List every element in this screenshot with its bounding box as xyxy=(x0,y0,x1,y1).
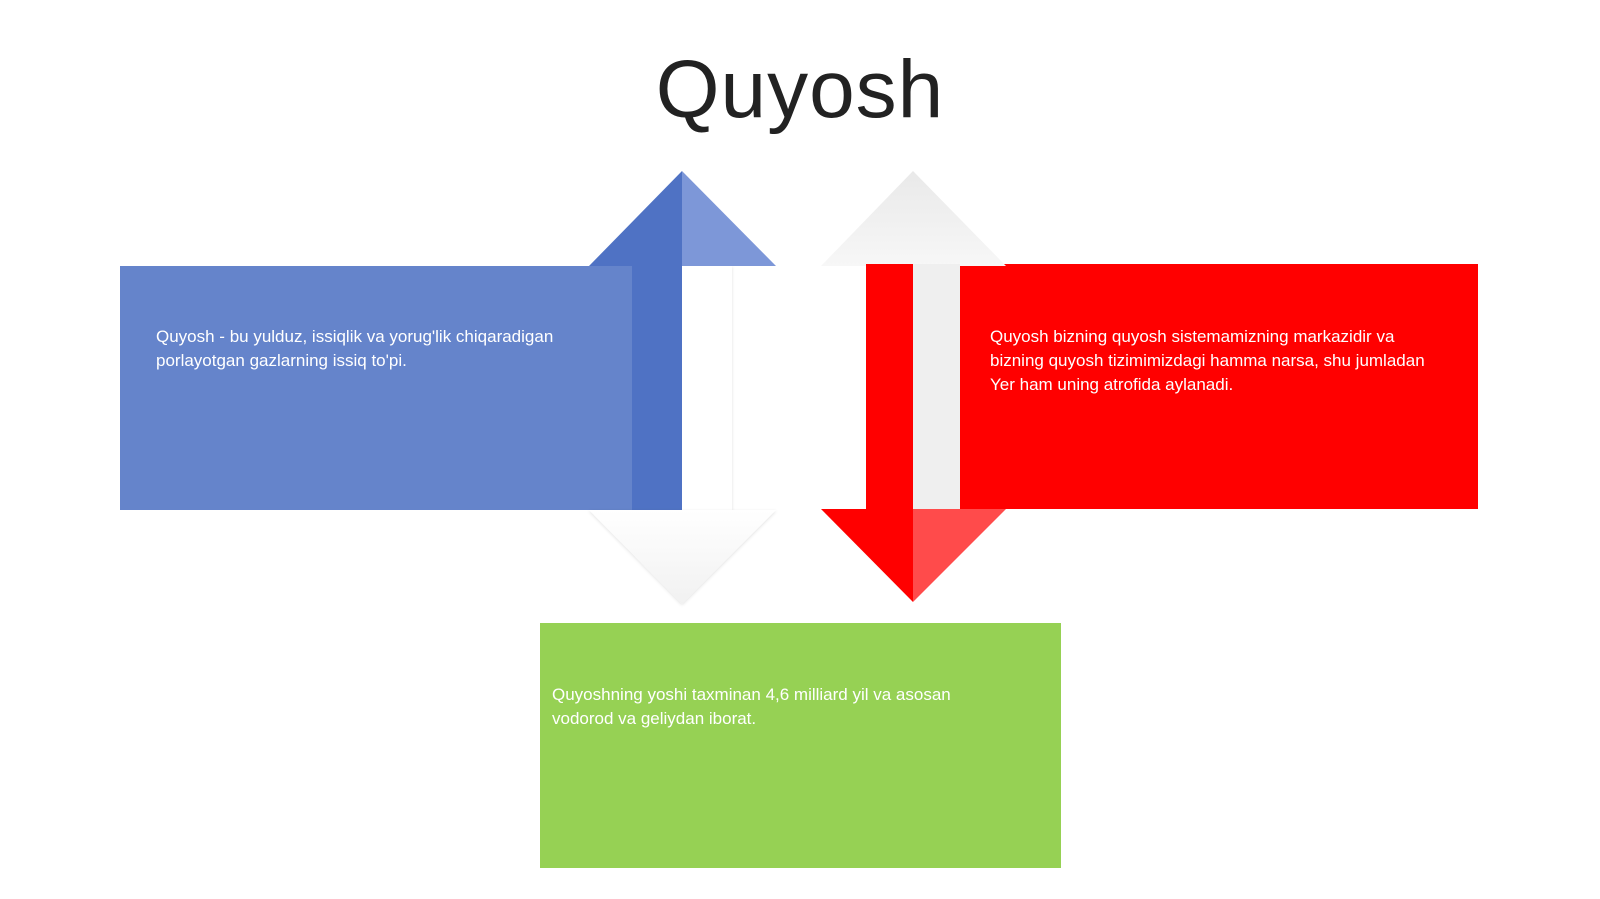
down-arrow-icon xyxy=(821,264,1006,602)
blue-box-text: Quyosh - bu yulduz, issiqlik va yorug'li… xyxy=(156,327,554,370)
up-arrow-icon xyxy=(589,171,776,510)
red-box-text: Quyosh bizning quyosh sistemamizning mar… xyxy=(990,327,1425,394)
green-box-text: Quyoshning yoshi taxminan 4,6 milliard y… xyxy=(552,685,951,728)
green-box xyxy=(540,623,1061,868)
white-down-arrow-icon xyxy=(589,510,776,604)
white-up-arrow-icon xyxy=(821,171,1006,509)
slide-title: Quyosh xyxy=(655,44,945,135)
red-box xyxy=(868,264,1478,509)
blue-box xyxy=(120,266,682,510)
